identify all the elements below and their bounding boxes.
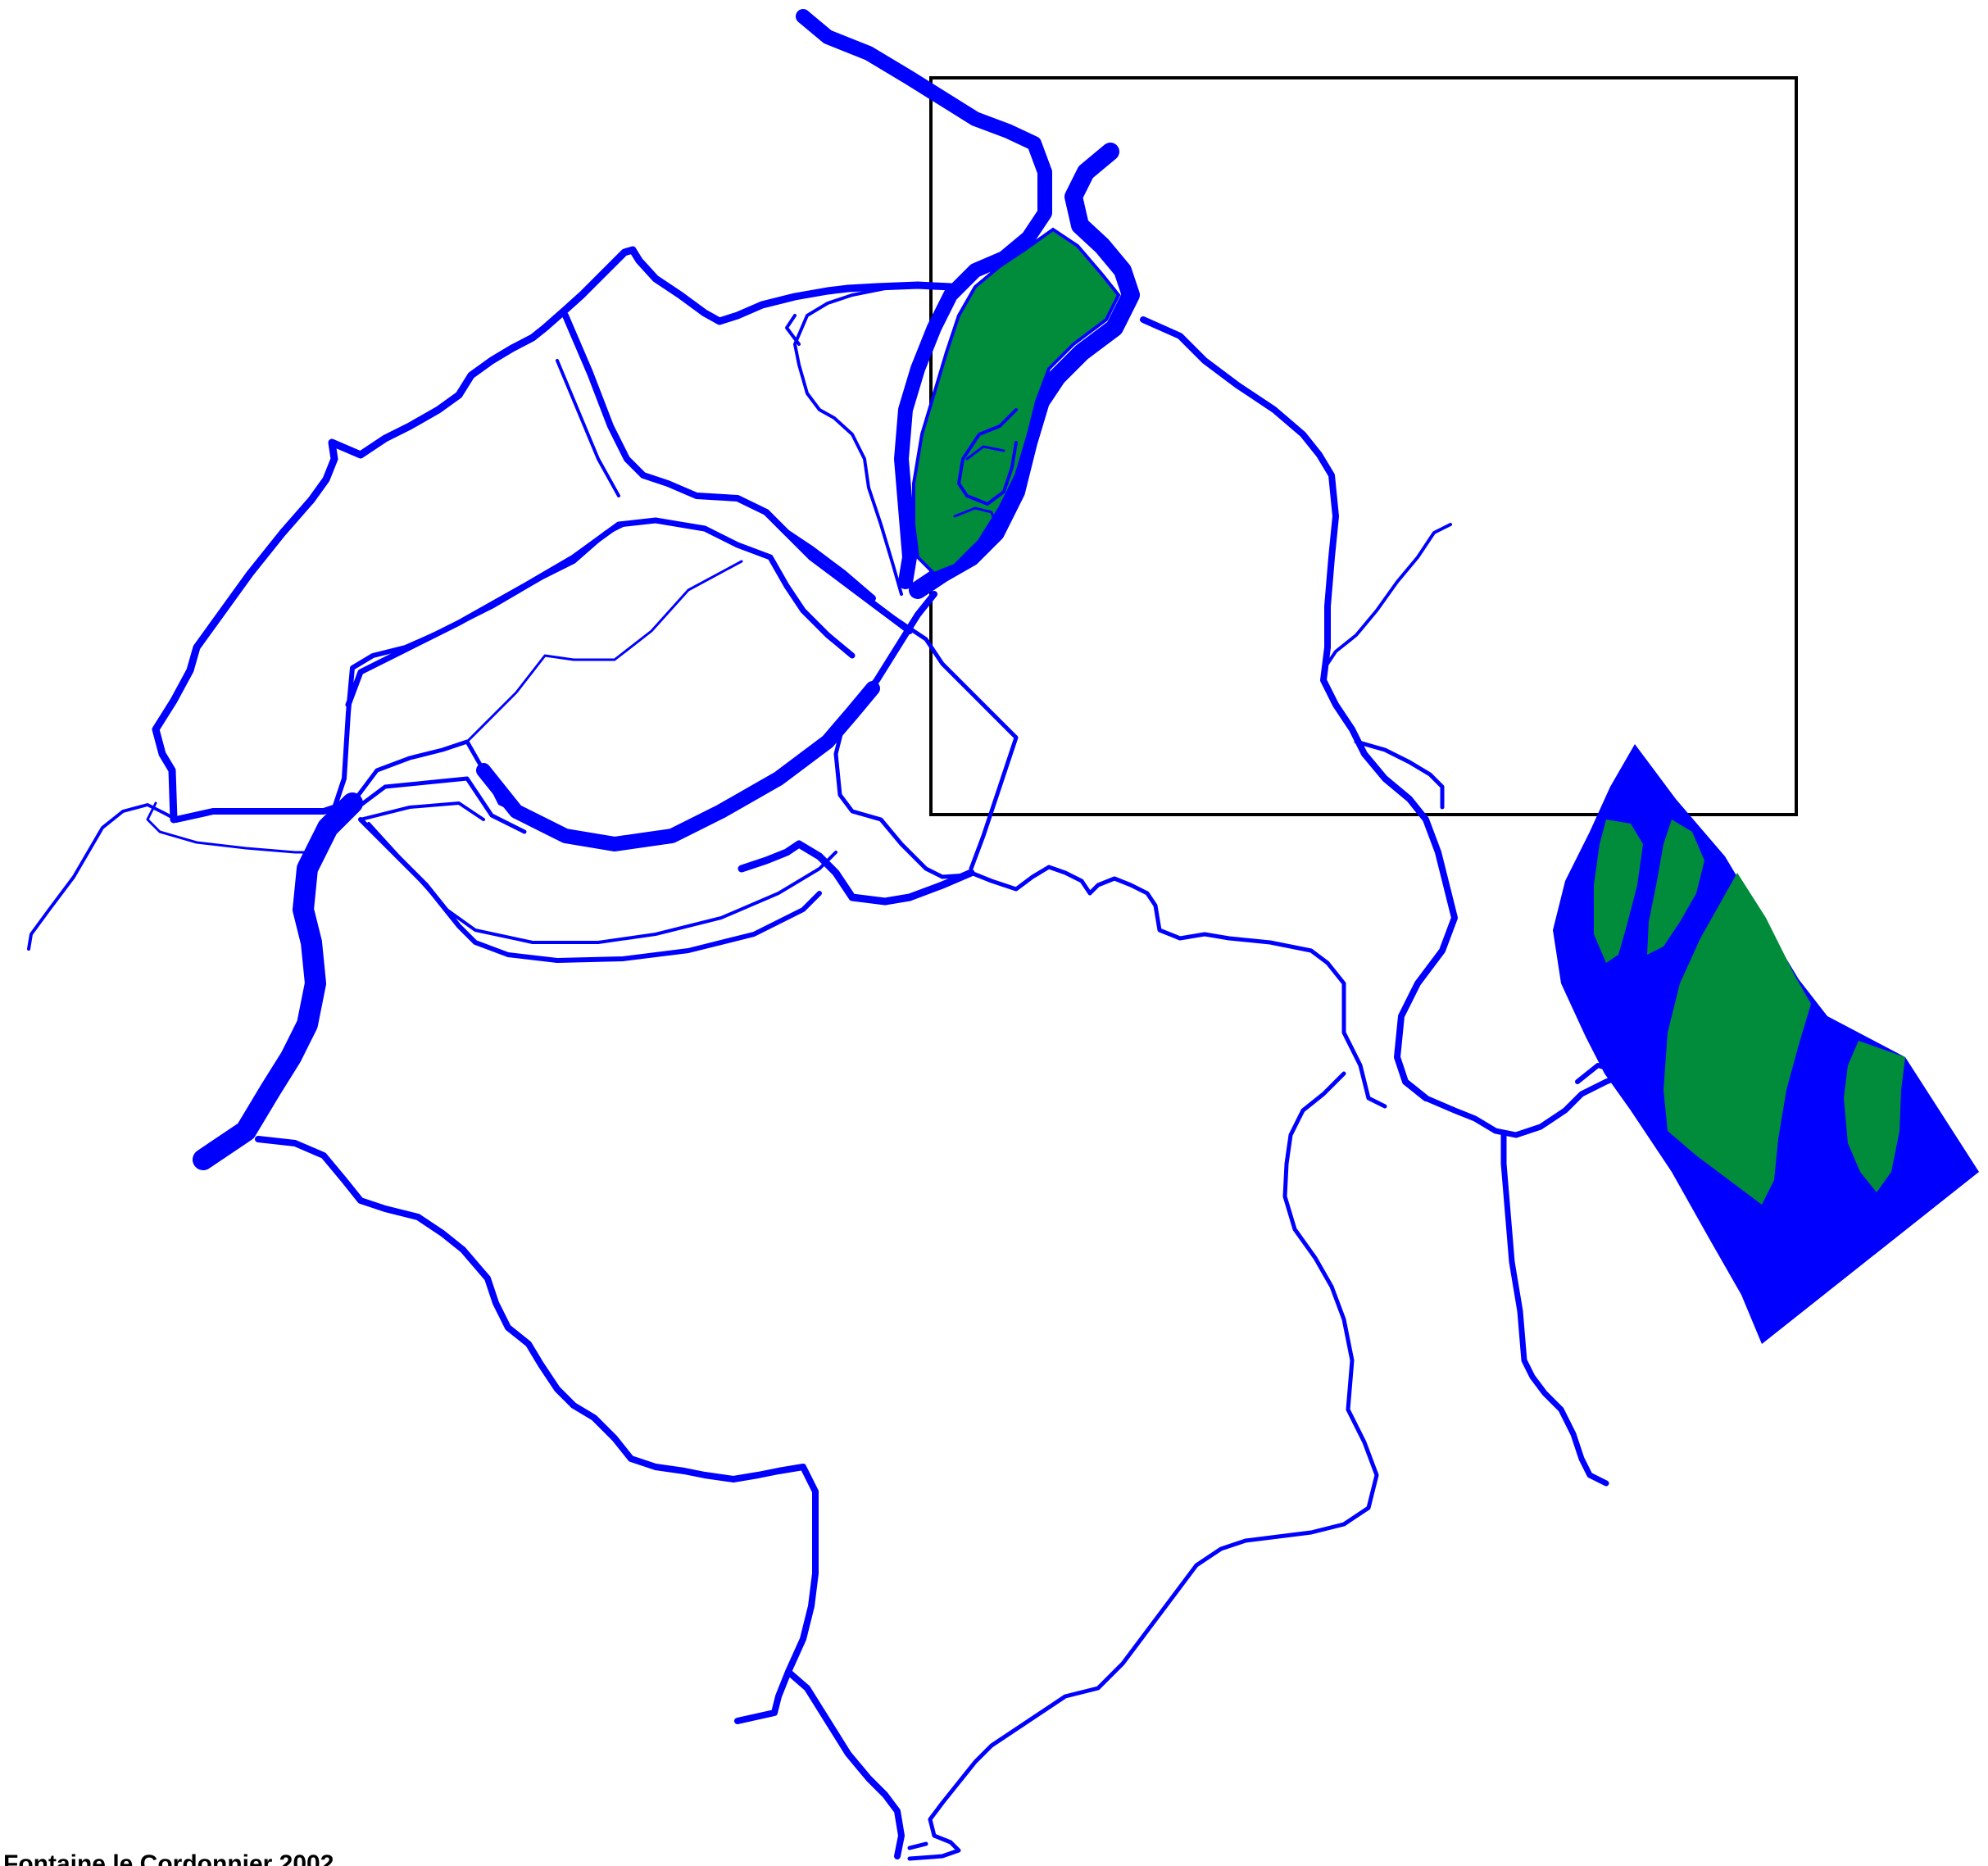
estuary-fan-b <box>350 739 625 847</box>
north-main-river <box>796 9 1052 589</box>
map-credit: Fontaine le Cordonnier 2002 <box>3 1850 334 1866</box>
central-inner-channel <box>465 560 743 743</box>
southeast-vegetation-c <box>1663 873 1811 1205</box>
east-connector-b <box>874 604 1019 871</box>
northern-canal-b <box>556 359 620 497</box>
main-estuary-channel <box>193 792 363 1170</box>
west-side-channel <box>146 801 321 854</box>
central-north-arc <box>345 517 856 708</box>
north-east-river <box>909 143 1140 599</box>
estuary-fan-f <box>367 822 837 944</box>
island-creek-c <box>965 445 1005 461</box>
southeast-vegetation-d <box>1844 1041 1905 1192</box>
north-central-tributary <box>793 284 928 596</box>
south-loop-thick <box>738 840 975 906</box>
east-main-river <box>1140 316 1458 1101</box>
southwest-boundary-river <box>255 1136 819 1724</box>
central-river-to-south <box>969 865 1387 1109</box>
west-outlet-channel <box>27 803 178 951</box>
north-vegetation-island <box>912 227 1121 576</box>
east-side-loop <box>1354 739 1445 810</box>
south-loop-channel <box>833 686 969 879</box>
estuary-fan-d <box>359 801 485 821</box>
northwest-boundary-channel <box>152 246 955 824</box>
northern-canal-a <box>562 312 876 602</box>
south-east-river <box>1423 1070 1630 1138</box>
north-wiggle-tributary <box>785 314 801 346</box>
island-creek-b <box>953 506 997 526</box>
island-creek-a <box>957 408 1018 506</box>
west-lower-channel <box>173 804 339 823</box>
southwest-lower-river <box>785 1669 905 1859</box>
east-tributary-north <box>1326 523 1452 665</box>
southeast-vegetation-b <box>1647 819 1704 955</box>
central-loop-channel <box>476 681 880 851</box>
estuary-fan-a <box>325 522 625 830</box>
extent-frame <box>929 76 1798 816</box>
south-central-river <box>907 1071 1379 1861</box>
southeast-estuary-connector <box>1575 1063 1629 1084</box>
southeast-vegetation-a <box>1594 819 1643 963</box>
south-east-tributary <box>1500 1132 1609 1487</box>
southwest-small-channel <box>907 1841 928 1850</box>
estuary-fan-c <box>350 776 527 834</box>
